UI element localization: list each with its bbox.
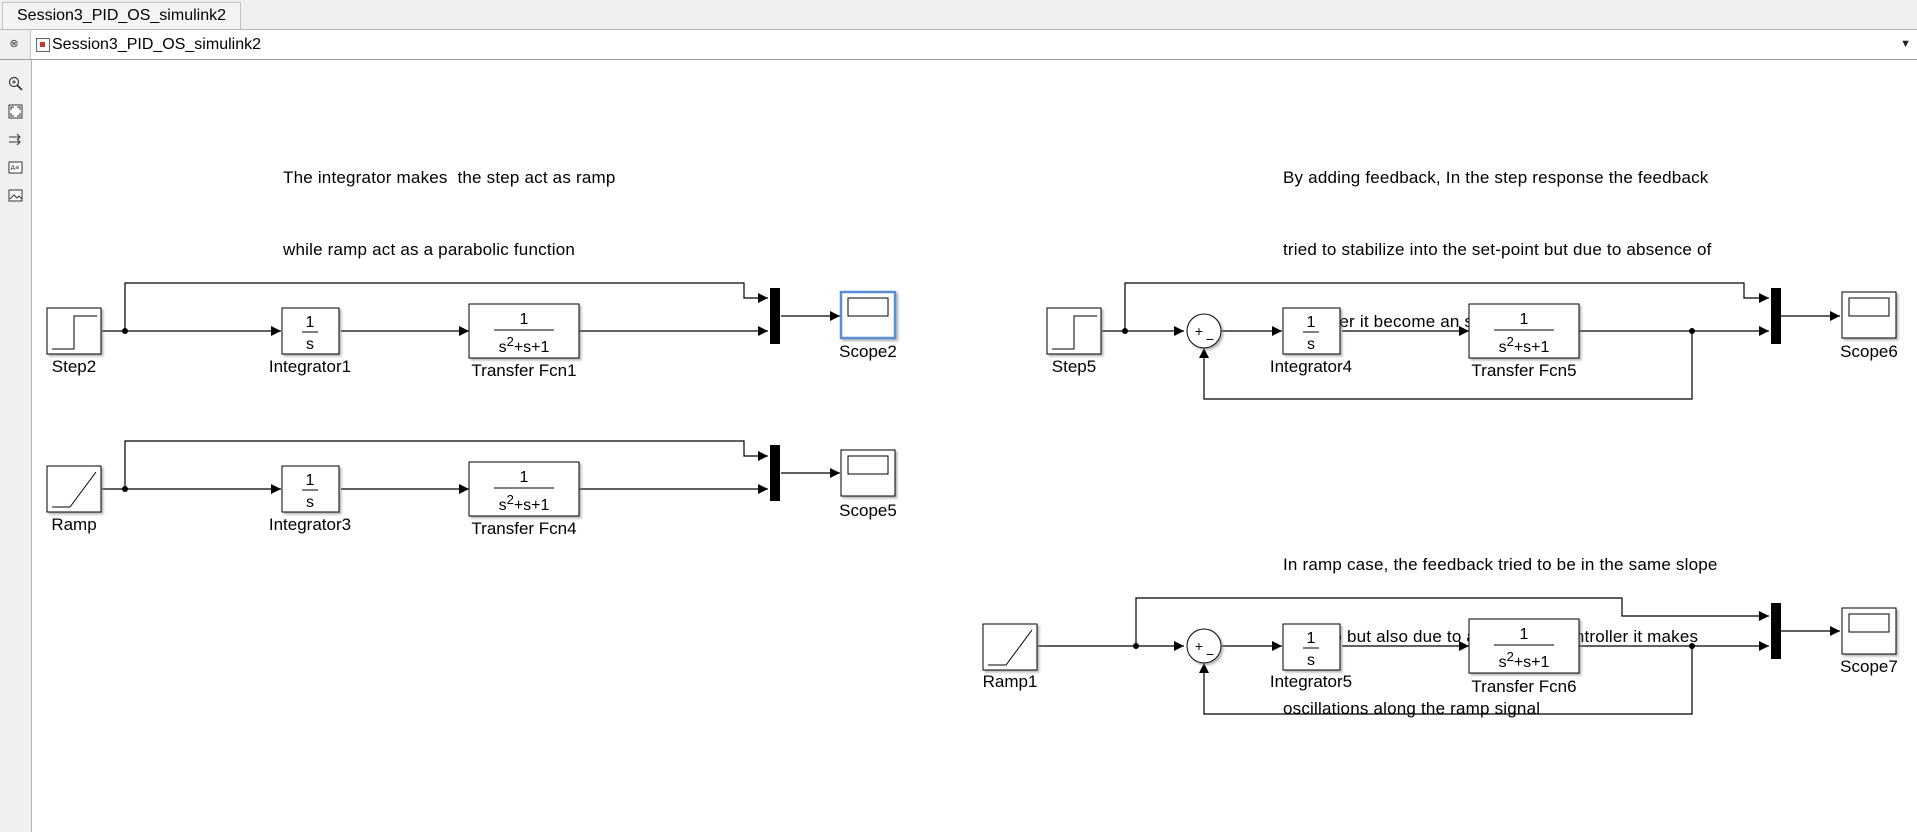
numerator: 1 — [306, 314, 315, 331]
svg-text:A≡: A≡ — [11, 165, 20, 172]
route-lines-icon[interactable] — [8, 132, 23, 147]
annotation-line: The integrator makes the step act as ram… — [283, 168, 616, 187]
mux-block[interactable] — [1771, 603, 1781, 659]
signal-lines-set3 — [1102, 282, 1840, 400]
sum-sign: + — [1195, 638, 1203, 654]
signal-lines-set1 — [102, 282, 840, 336]
numerator: 1 — [1307, 630, 1316, 647]
breadcrumb[interactable]: Session3_PID_OS_simulink2 — [52, 36, 261, 53]
annotation-line: tried to stabilize into the set-point bu… — [1283, 240, 1712, 259]
signal-lines-set2 — [102, 440, 840, 494]
annotation-line: By adding feedback, In the step response… — [1283, 168, 1709, 187]
denominator: s2+s+1 — [499, 334, 550, 356]
chevron-down-icon[interactable]: ▼ — [1900, 38, 1911, 50]
mux-block[interactable] — [1771, 288, 1781, 344]
block-label: Scope6 — [1840, 342, 1898, 361]
block-label: Transfer Fcn5 — [1471, 361, 1576, 380]
tool-palette: A≡ — [0, 60, 32, 832]
step5-block[interactable]: Step5 — [1046, 307, 1102, 376]
block-label: Integrator3 — [269, 515, 351, 534]
sum-block[interactable]: + − — [1186, 313, 1222, 349]
sum-sign: − — [1206, 331, 1214, 347]
annotation-left[interactable]: The integrator makes the step act as ram… — [283, 118, 616, 310]
integrator4-block[interactable]: 1 s Integrator4 — [1270, 307, 1352, 376]
block-label: Transfer Fcn6 — [1471, 677, 1576, 696]
model-tab[interactable]: Session3_PID_OS_simulink2 — [2, 2, 241, 29]
numerator: 1 — [306, 472, 315, 489]
integrator5-block[interactable]: 1 s Integrator5 — [1270, 623, 1352, 691]
image-icon[interactable] — [8, 188, 23, 203]
integrator1-block[interactable]: 1 s Integrator1 — [269, 307, 351, 376]
block-label: Ramp — [51, 515, 96, 534]
denominator: s — [306, 336, 314, 353]
annotation-icon[interactable]: A≡ — [8, 160, 23, 175]
zoom-icon[interactable] — [8, 76, 23, 91]
transfer-fcn6-block[interactable]: 1 s2+s+1 Transfer Fcn6 — [1468, 618, 1580, 696]
mux-block[interactable] — [770, 288, 780, 344]
tab-bar: Session3_PID_OS_simulink2 — [0, 0, 1917, 30]
block-label: Integrator1 — [269, 357, 351, 376]
branch-point — [1689, 328, 1695, 334]
scope2-block[interactable]: Scope2 — [839, 290, 897, 361]
model-icon — [36, 38, 50, 52]
numerator: 1 — [520, 469, 529, 486]
denominator: s — [306, 494, 314, 511]
block-label: Ramp1 — [983, 672, 1038, 691]
sum-block[interactable]: + − — [1186, 628, 1222, 664]
block-label: Scope7 — [1840, 657, 1898, 676]
block-label: Scope2 — [839, 342, 897, 361]
ramp-block[interactable]: Ramp — [46, 465, 102, 534]
numerator: 1 — [1520, 311, 1529, 328]
hide-explorer-icon[interactable]: ⊗ — [9, 38, 19, 50]
scope5-block[interactable]: Scope5 — [839, 449, 897, 520]
block-label: Transfer Fcn1 — [471, 361, 576, 380]
branch-point — [1122, 328, 1128, 334]
block-diagram: Step2 1 s Integrator1 1 s2+s+1 Transfer … — [46, 282, 1898, 715]
sum-sign: + — [1195, 323, 1203, 339]
denominator: s2+s+1 — [1499, 334, 1550, 356]
branch-point — [122, 328, 128, 334]
integrator3-block[interactable]: 1 s Integrator3 — [269, 465, 351, 534]
signal-lines-set4 — [1038, 597, 1840, 715]
block-label: Step5 — [1052, 357, 1096, 376]
denominator: s — [1307, 336, 1315, 353]
branch-point — [122, 486, 128, 492]
step2-block[interactable]: Step2 — [46, 307, 102, 376]
fit-to-view-icon[interactable] — [8, 104, 23, 119]
sum-sign: − — [1206, 646, 1214, 662]
annotation-line: while ramp act as a parabolic function — [283, 240, 576, 259]
denominator: s2+s+1 — [499, 492, 550, 514]
address-bar-left: ⊗ — [0, 30, 31, 59]
block-label: Step2 — [52, 357, 96, 376]
block-label: Integrator5 — [1270, 672, 1352, 691]
scope7-block[interactable]: Scope7 — [1840, 607, 1898, 676]
denominator: s — [1307, 652, 1315, 669]
annotation-line: oscillations along the ramp signal — [1283, 699, 1541, 718]
transfer-fcn5-block[interactable]: 1 s2+s+1 Transfer Fcn5 — [1468, 303, 1580, 380]
mux-block[interactable] — [770, 445, 780, 501]
block-label: Transfer Fcn4 — [471, 519, 576, 538]
transfer-fcn1-block[interactable]: 1 s2+s+1 Transfer Fcn1 — [468, 303, 580, 380]
numerator: 1 — [1520, 626, 1529, 643]
transfer-fcn4-block[interactable]: 1 s2+s+1 Transfer Fcn4 — [468, 461, 580, 538]
address-bar: ⊗ Session3_PID_OS_simulink2 ▼ — [0, 30, 1917, 60]
block-label: Scope5 — [839, 501, 897, 520]
block-label: Integrator4 — [1270, 357, 1352, 376]
denominator: s2+s+1 — [1499, 649, 1550, 671]
branch-point — [1133, 643, 1139, 649]
model-canvas[interactable]: The integrator makes the step act as ram… — [32, 60, 1917, 832]
branch-point — [1689, 643, 1695, 649]
numerator: 1 — [1307, 314, 1316, 331]
annotation-line: In ramp case, the feedback tried to be i… — [1283, 555, 1718, 574]
numerator: 1 — [520, 311, 529, 328]
ramp1-block[interactable]: Ramp1 — [982, 623, 1038, 691]
scope6-block[interactable]: Scope6 — [1840, 291, 1898, 361]
